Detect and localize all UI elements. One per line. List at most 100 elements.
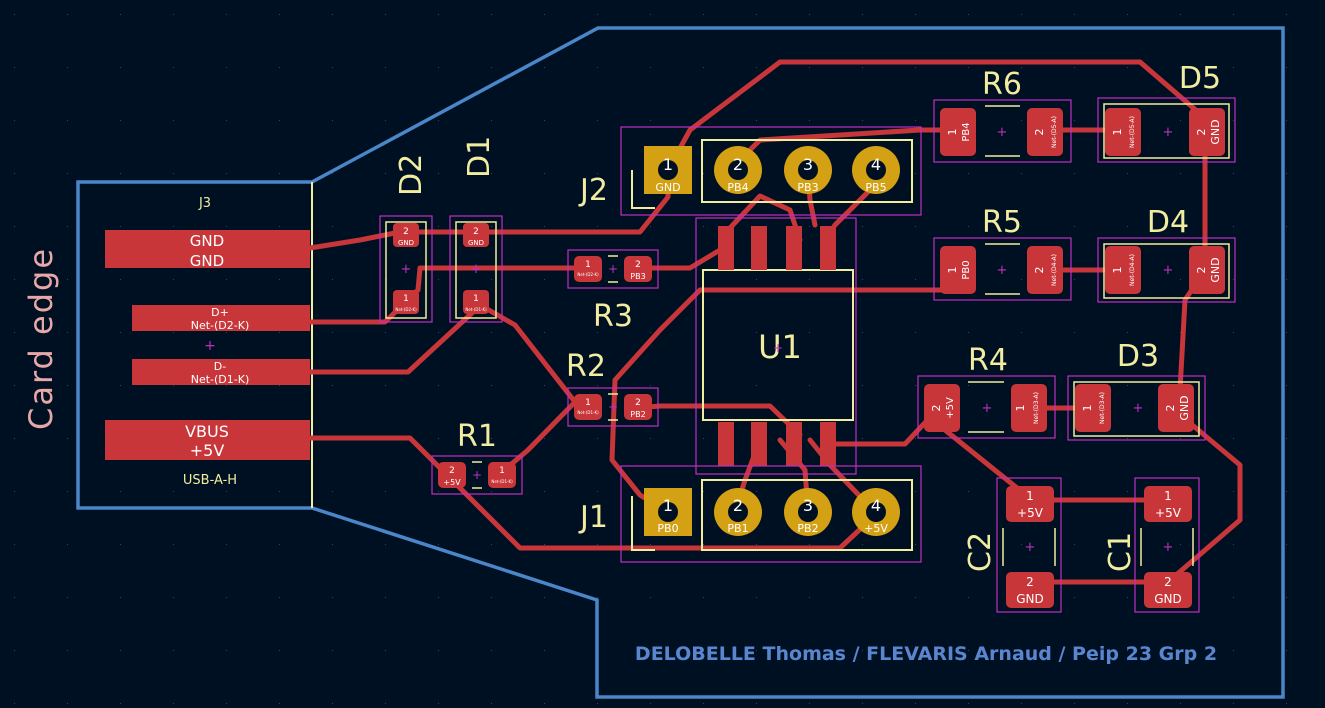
j3-usb-connector[interactable]: J3 GND GND D+ Net-(D2-K) + D- Net-(D1-K)…: [105, 196, 310, 488]
c2-capacitor[interactable]: C2 1 +5V + 2 GND: [963, 477, 1062, 613]
j1-pin-3[interactable]: 3 PB2: [784, 488, 832, 536]
r6-pad-1[interactable]: [940, 108, 976, 156]
r2-pad-1[interactable]: [574, 394, 602, 420]
j1-pin-1[interactable]: 1 PB0: [644, 488, 692, 536]
svg-text:+5V: +5V: [190, 441, 225, 460]
svg-text:+5V: +5V: [1155, 506, 1182, 520]
r6-resistor[interactable]: R6 1 PB4 + 2 Net-(D5-A): [933, 67, 1072, 163]
c1-pad-2[interactable]: [1144, 572, 1192, 608]
d2-pad-1[interactable]: [393, 290, 419, 314]
svg-text:+5V: +5V: [864, 522, 888, 535]
c1-capacitor[interactable]: C1 1 +5V + 2 GND: [1103, 477, 1200, 613]
svg-text:PB1: PB1: [727, 522, 748, 535]
j2-pin-1[interactable]: 1 GND: [644, 146, 692, 194]
j3-pad-dminus[interactable]: D- Net-(D1-K): [132, 359, 310, 386]
j1-pin-4[interactable]: 4 +5V: [852, 488, 900, 536]
u1-pads-bottom: [718, 422, 836, 466]
j3-pad-vbus[interactable]: VBUS +5V: [105, 420, 310, 460]
svg-text:2: 2: [1033, 267, 1046, 274]
r2-resistor[interactable]: R2 1 Net-(D1-K) + 2 PB2: [566, 349, 659, 427]
r5-pad-1[interactable]: [940, 246, 976, 294]
u1-ref: U1: [758, 328, 802, 366]
d2-ref: D2: [394, 154, 429, 196]
svg-text:2: 2: [473, 227, 479, 237]
d1-pad-1[interactable]: [463, 290, 489, 314]
r4-pad-1[interactable]: [1011, 384, 1047, 432]
svg-text:+: +: [997, 263, 1008, 278]
d3-pad-1[interactable]: [1075, 384, 1111, 432]
svg-text:1: 1: [1026, 489, 1034, 503]
svg-text:Net-(D4-A): Net-(D4-A): [1051, 254, 1058, 286]
d2-diode[interactable]: D2 2 GND + 1 Net-(D2-K): [379, 154, 433, 323]
r3-resistor[interactable]: 1 Net-(D2-K) + 2 PB3 R3: [567, 249, 659, 334]
d4-pad-2[interactable]: [1189, 246, 1225, 294]
svg-text:1: 1: [499, 466, 505, 476]
c2-ref: C2: [963, 532, 998, 572]
r3-pad-1[interactable]: [574, 256, 602, 282]
svg-text:PB3: PB3: [630, 272, 645, 281]
svg-text:+: +: [608, 262, 618, 276]
svg-text:1: 1: [1111, 267, 1124, 274]
svg-text:GND: GND: [1154, 592, 1182, 606]
r2-pad-2[interactable]: [624, 394, 652, 420]
d1-pad-2[interactable]: [463, 223, 489, 247]
svg-text:1: 1: [946, 129, 959, 136]
c1-pad-1[interactable]: [1144, 486, 1192, 522]
r1-pad-2[interactable]: [438, 462, 466, 488]
r6-pad-2[interactable]: [1027, 108, 1063, 156]
d4-diode[interactable]: D4 1 Net-(D4-A) + 2 GND: [1097, 205, 1236, 303]
j3-pad-dplus[interactable]: D+ Net-(D2-K): [132, 305, 310, 332]
c2-pad-2[interactable]: [1006, 572, 1054, 608]
r4-pad-2[interactable]: [924, 384, 960, 432]
r5-pad-2[interactable]: [1027, 246, 1063, 294]
j2-pin-4[interactable]: 4 PB5: [852, 146, 900, 194]
r1-pad-1[interactable]: [488, 462, 516, 488]
d4-ref: D4: [1147, 205, 1189, 240]
svg-text:D+: D+: [211, 306, 229, 319]
j2-header[interactable]: J2 1 GND 2 PB4 3 PB3 4 PB5: [578, 126, 922, 216]
svg-text:Net-(D2-K): Net-(D2-K): [395, 307, 417, 312]
svg-text:1: 1: [663, 496, 673, 515]
r4-resistor[interactable]: R4 2 +5V + 1 Net-(D3-A): [917, 343, 1056, 439]
svg-text:2: 2: [1195, 267, 1208, 274]
d1-diode[interactable]: D1 2 GND + 1 Net-(D1-K): [449, 136, 503, 323]
svg-text:PB4: PB4: [727, 181, 748, 194]
svg-text:2: 2: [733, 496, 743, 515]
svg-text:1: 1: [473, 294, 479, 304]
j3-pad-gnd[interactable]: GND GND: [105, 230, 310, 270]
svg-text:GND: GND: [655, 181, 680, 194]
r1-resistor[interactable]: R1 2 +5V + 1 Net-(D1-K): [431, 419, 523, 495]
svg-text:Net-(D2-K): Net-(D2-K): [191, 319, 250, 332]
svg-text:2: 2: [1164, 575, 1172, 589]
u1-ic[interactable]: U1 +: [695, 217, 857, 475]
d3-pad-2[interactable]: [1158, 384, 1194, 432]
r3-ref: R3: [593, 299, 633, 334]
r5-resistor[interactable]: R5 1 PB0 + 2 Net-(D4-A): [933, 205, 1072, 301]
d3-ref: D3: [1117, 339, 1159, 374]
j2-pin-2[interactable]: 2 PB4: [714, 146, 762, 194]
j1-pin-2[interactable]: 2 PB1: [714, 488, 762, 536]
j2-pin-3[interactable]: 3 PB3: [784, 146, 832, 194]
d5-pad-2[interactable]: [1189, 108, 1225, 156]
r3-pad-2[interactable]: [624, 256, 652, 282]
j1-ref: J1: [578, 500, 608, 535]
svg-text:+5V: +5V: [443, 478, 461, 487]
d5-pad-1[interactable]: [1105, 108, 1141, 156]
r6-ref: R6: [982, 67, 1022, 102]
svg-text:2: 2: [733, 155, 743, 174]
svg-text:+: +: [1163, 540, 1174, 555]
j1-header[interactable]: J1 1 PB0 2 PB1 3 PB2 4 +5V: [578, 465, 922, 563]
svg-text:Net-(D5-A): Net-(D5-A): [1129, 116, 1136, 148]
svg-text:Net-(D2-K): Net-(D2-K): [577, 272, 599, 277]
svg-text:Net-(D1-K): Net-(D1-K): [191, 373, 250, 386]
svg-text:1: 1: [946, 267, 959, 274]
d2-pad-2[interactable]: [393, 223, 419, 247]
c2-pad-1[interactable]: [1006, 486, 1054, 522]
svg-text:Net-(D5-A): Net-(D5-A): [1051, 116, 1058, 148]
d4-pad-1[interactable]: [1105, 246, 1141, 294]
svg-text:4: 4: [871, 155, 881, 174]
svg-text:PB0: PB0: [961, 260, 972, 279]
d5-diode[interactable]: D5 1 Net-(D5-A) + 2 GND: [1097, 61, 1236, 163]
d3-diode[interactable]: D3 1 Net-(D3-A) + 2 GND: [1067, 339, 1206, 441]
